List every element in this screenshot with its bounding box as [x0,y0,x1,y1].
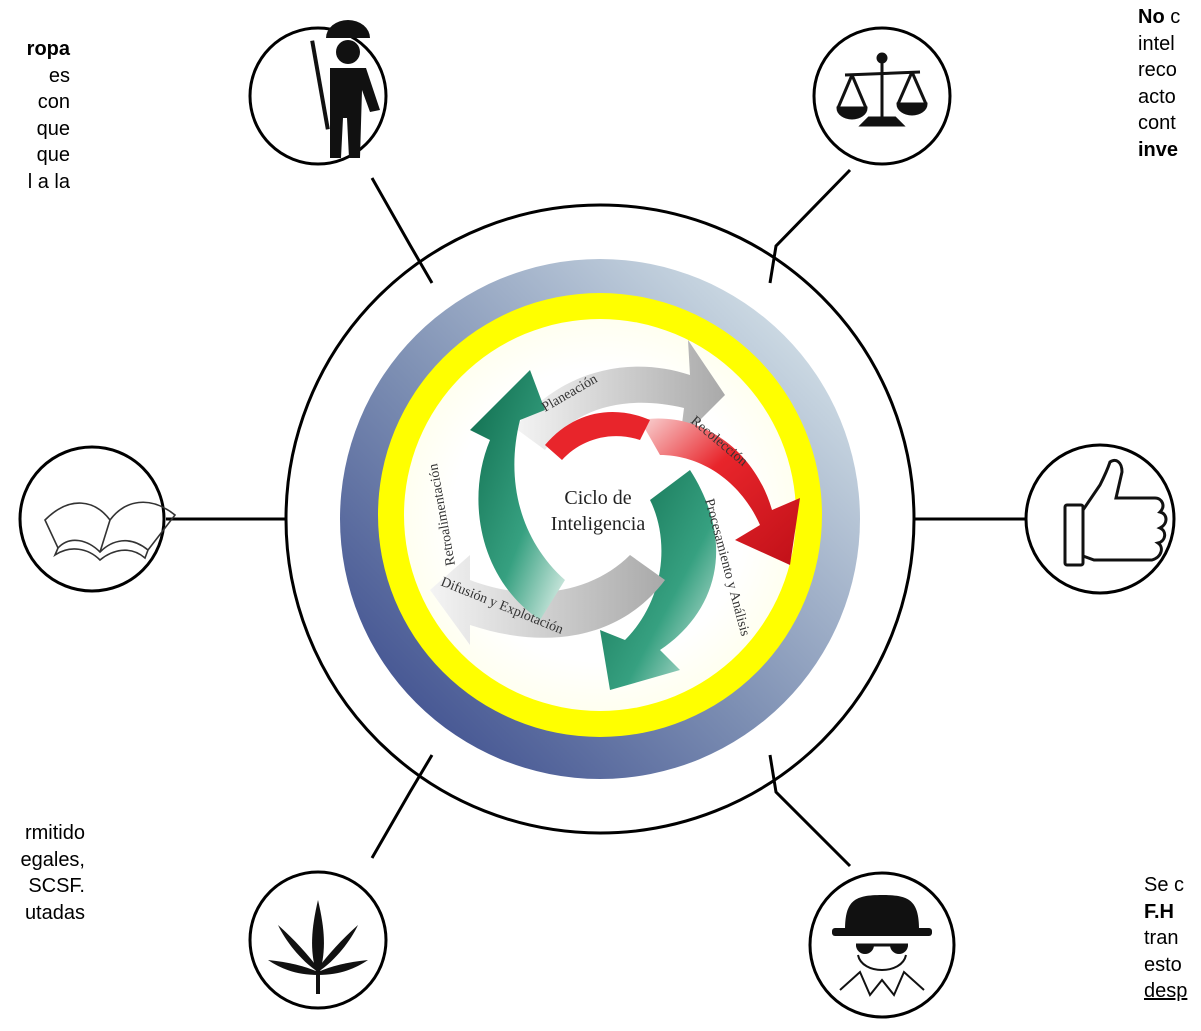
text-top-right: No c intel reco acto cont inve [1138,4,1201,163]
text-line: intel [1138,32,1175,55]
text-line: que [36,117,70,140]
book-icon [44,501,177,562]
text-bottom-right: Se c F.H tran esto desp [1144,872,1201,1005]
center-title-line2: Inteligencia [551,513,646,535]
scales-icon [836,52,928,127]
soldier-icon [310,20,380,158]
text-line: tran [1144,927,1179,949]
spoke-top-left [370,177,434,284]
thumbs-up-icon [1063,458,1168,567]
node-left [18,445,166,593]
text-line: que [36,144,70,166]
text-line: F.H [1144,900,1174,923]
text-line: es [48,64,70,87]
text-line: ropa [26,38,70,60]
text-line: esto [1144,953,1182,976]
cannabis-leaf-icon [268,900,368,994]
text-line: l a la [27,170,70,193]
text-line: utadas [24,901,85,924]
arrow-recoleccion [640,418,800,565]
text-line: cont [1138,112,1176,134]
text-bottom-left: rmitido egales, SCSF. utadas [0,820,86,926]
spoke-bottom-right [768,754,852,868]
text-line: acto [1138,85,1176,108]
text-top-left: ropa es con que que l a la [0,36,70,195]
text-line: inve [1138,138,1179,161]
arrow-planeacion [515,340,725,450]
text-line: con [37,91,70,113]
text-line: reco [1138,59,1177,81]
text-line: Se c [1144,874,1185,896]
node-right [1024,443,1176,595]
spoke-top-right [768,168,852,284]
spokes [166,168,1026,868]
cycle-graphic [430,340,800,690]
arrow-procesamiento [600,470,717,690]
inner-red-sliver [545,412,650,460]
text-line: rmitido [24,822,85,844]
text-line: No c [1138,6,1181,28]
spoke-bottom-left [370,754,434,859]
center-title-line1: Ciclo de [564,487,631,509]
text-line: egales, [20,848,86,871]
text-line: SCSF. [28,875,85,897]
spy-icon [832,895,932,997]
text-line: desp [1144,980,1188,1002]
arrow-retroalimentacion [470,370,565,620]
